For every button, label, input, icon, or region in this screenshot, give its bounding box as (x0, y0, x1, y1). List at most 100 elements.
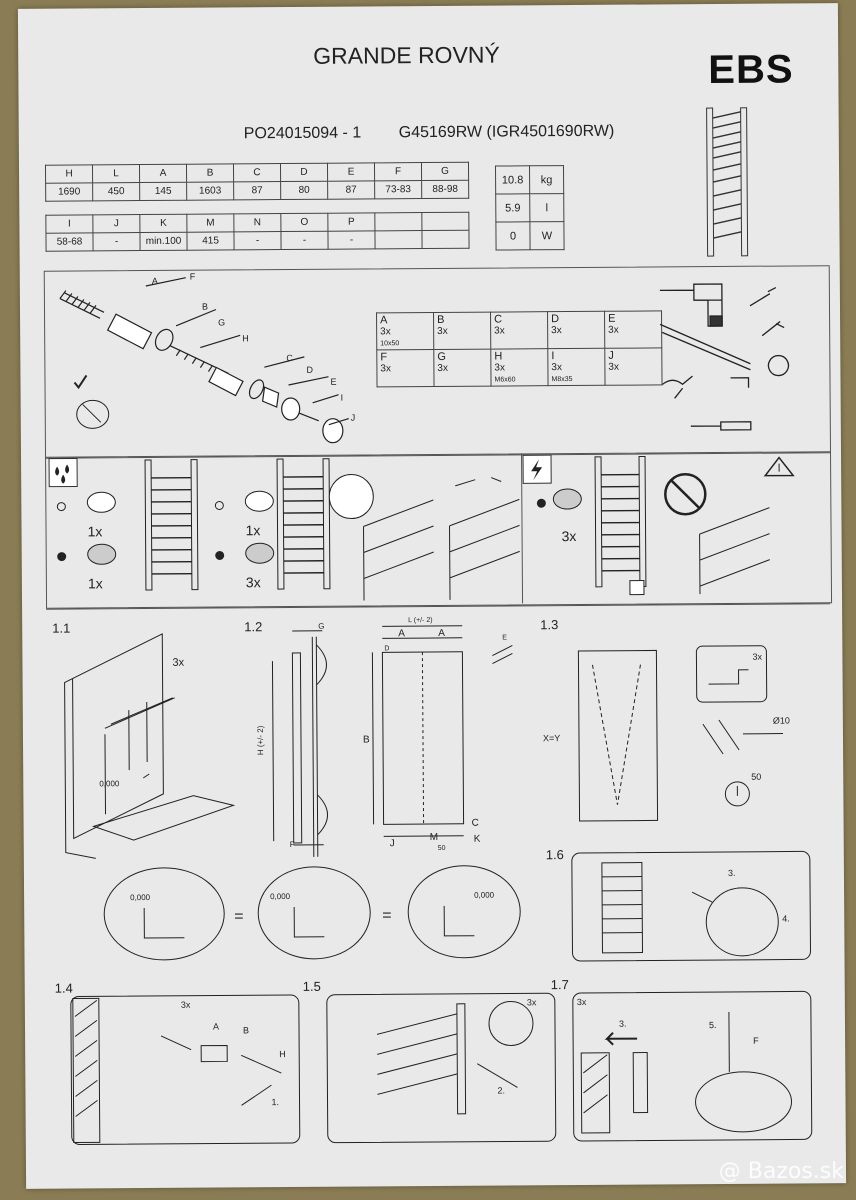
brand-logo: EBS (708, 47, 794, 93)
dim-letter: J (390, 838, 395, 849)
product-code: PO24015094 - 1 (243, 124, 362, 143)
dim-header (374, 212, 422, 231)
dim-value: 1690 (45, 182, 93, 202)
sub-step: 1. (271, 1097, 279, 1107)
part-label: C (286, 353, 293, 363)
plug-diagram-water: 1x 1x 1x 3x (56, 458, 520, 601)
step-1-1-wall-diagram: 3x 0,000 (64, 633, 236, 859)
dim-letter: M (430, 832, 438, 843)
volume-unit: l (529, 193, 564, 222)
plug-qty: 1x (87, 523, 102, 539)
dimensions-table-2: I J K M N O P 58-68 - min.100 415 - - - (45, 212, 470, 252)
dim-header: E (327, 162, 375, 182)
sub-step: 5. (709, 1020, 717, 1030)
part-label: H (279, 1049, 286, 1059)
tools-diagram (659, 283, 790, 431)
dim-letter: B (363, 734, 370, 745)
level-label: 0,000 (130, 893, 151, 902)
dim-value: 80 (280, 181, 328, 200)
sub-step: 2. (497, 1086, 505, 1096)
front-dimension-diagram: L (+/- 2) A A B C J M K 50 D E (363, 617, 513, 852)
part-label: J (351, 413, 356, 423)
weight-value: 10.8 (495, 165, 530, 195)
part-label: D (306, 365, 313, 375)
dim-letter: A (398, 628, 405, 639)
step-1-7-secure: 3x 3. 5. F (572, 990, 813, 1142)
dim-value: - (233, 231, 282, 250)
sub-step: 3. (619, 1019, 627, 1029)
dim-header: B (186, 163, 234, 183)
step-number: 1.4 (54, 980, 73, 996)
level-label: 0,000 (270, 892, 291, 901)
dim-value: 58-68 (45, 232, 94, 252)
dim-letter: K (474, 834, 481, 845)
part-label: F (190, 272, 196, 282)
dim-letter: A (438, 628, 445, 639)
diagonal-label: X=Y (543, 733, 560, 743)
dim-header: N (233, 213, 281, 232)
dim-header: L (92, 164, 140, 183)
dim-letter: C (472, 818, 479, 829)
qty-label: 3x (752, 652, 762, 662)
dim-value: - (327, 230, 376, 250)
dim-header: I (45, 214, 93, 234)
part-label: B (202, 302, 208, 312)
dim-value: 87 (327, 180, 375, 200)
part-label: H (242, 333, 249, 343)
dim-value: 450 (92, 182, 140, 201)
power-unit: W (529, 221, 565, 250)
qty-label: 3x (527, 997, 537, 1007)
length-dim: L (+/- 2) (408, 617, 433, 624)
dim-value (421, 230, 470, 249)
step-1-5-hang: 3x 2. (326, 992, 557, 1144)
dim-header: G (421, 162, 469, 181)
part-label: B (243, 1025, 249, 1035)
plug-qty: 1x (245, 522, 260, 538)
dim-value: 50 (438, 845, 446, 852)
step-1-2-side-diagram: H (+/- 2) G F (256, 622, 329, 857)
dim-value: 50 (751, 772, 761, 782)
qty-label: 3x (172, 657, 184, 669)
exploded-fitting-diagram: A F B G H C D E I J (59, 272, 356, 444)
electric-icon (522, 454, 552, 484)
dim-header: C (233, 163, 281, 182)
product-title: GRANDE ROVNÝ (313, 41, 500, 69)
dim-value: 88-98 (421, 180, 469, 199)
dim-letter: F (290, 840, 295, 849)
part-label: E (330, 377, 336, 387)
power-value: 0 (495, 221, 531, 251)
valve-detail-row: = = 0,000 0,000 0,000 (103, 865, 521, 961)
dim-header: A (139, 164, 187, 183)
dim-value (374, 230, 423, 249)
dim-letter: D (384, 645, 389, 652)
qty-label: 3x (181, 1000, 191, 1010)
plug-qty: 3x (246, 574, 261, 590)
dim-value: - (92, 232, 141, 251)
dim-letter: E (502, 634, 507, 641)
svg-text:=: = (234, 908, 243, 925)
dim-header: O (280, 213, 328, 232)
step-number: 1.5 (302, 978, 321, 994)
water-icon (48, 457, 78, 488)
plug-diagram-electric: 3x (536, 456, 795, 596)
dim-header: F (374, 162, 422, 181)
instruction-sheet: GRANDE ROVNÝ EBS PO24015094 - 1 G45169RW… (17, 3, 847, 1189)
part-label: F (753, 1036, 759, 1046)
step-number: 1.6 (545, 847, 564, 863)
dim-letter: G (318, 622, 324, 631)
step-1-6-mounting: 3. 4. (571, 850, 811, 962)
dim-value: - (280, 231, 329, 250)
level-label: 0,000 (99, 779, 120, 788)
model-code: G45169RW (IGR4501690RW) (398, 122, 615, 142)
watermark-logo: @ Bazos.sk (718, 1159, 844, 1184)
plug-qty: 1x (88, 575, 103, 591)
part-label: A (152, 276, 158, 286)
part-label: G (218, 317, 225, 327)
dim-value: 87 (233, 181, 281, 200)
